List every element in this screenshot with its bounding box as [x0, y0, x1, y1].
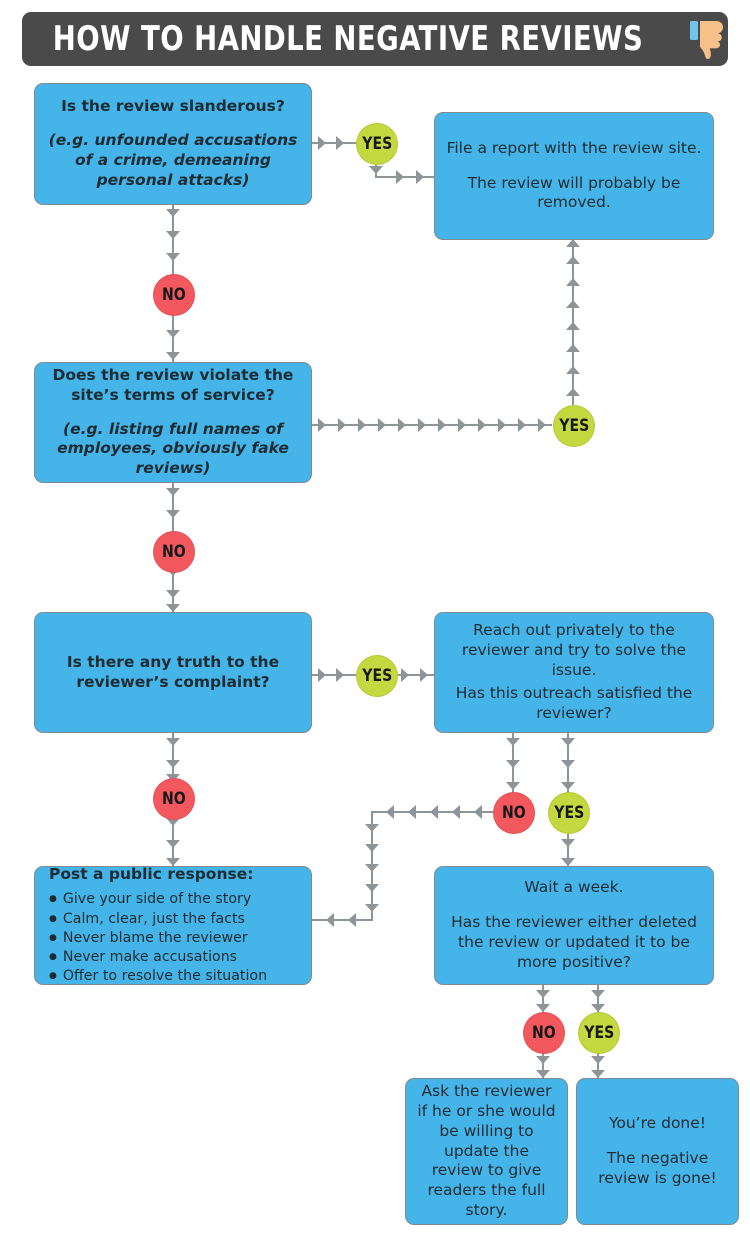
node-sub-text: (e.g. listing full names of employees, o…: [57, 419, 289, 478]
badge-label: NO: [532, 1023, 556, 1043]
node-question-slanderous: Is the review slanderous? (e.g. unfounde…: [34, 83, 312, 205]
badge-label: YES: [559, 416, 589, 436]
list-item: Never make accusations: [49, 948, 267, 967]
badge-yes-slanderous: YES: [356, 123, 398, 165]
badge-label: NO: [502, 803, 526, 823]
node-youre-done: You’re done! The negative review is gone…: [576, 1078, 739, 1225]
node-line-2: The negative review is gone!: [598, 1149, 717, 1187]
badge-label: NO: [162, 789, 186, 809]
node-line-2: Has this outreach satisfied the reviewer…: [455, 684, 693, 723]
page-title: HOW TO HANDLE NEGATIVE REVIEWS: [52, 19, 644, 59]
node-line-1: Reach out privately to the reviewer and …: [461, 621, 687, 679]
response-bullet-list: Give your side of the story Calm, clear,…: [49, 890, 267, 986]
node-line-1: File a report with the review site.: [446, 138, 702, 157]
node-line-2: The review will probably be removed.: [467, 173, 681, 212]
badge-yes-any-truth: YES: [356, 655, 398, 697]
node-main-text: Is there any truth to the reviewer’s com…: [66, 652, 280, 691]
node-title: Post a public response:: [49, 864, 254, 883]
badge-yes-outreach: YES: [548, 792, 590, 834]
node-question-terms-of-service: Does the review violate the site’s terms…: [34, 362, 312, 483]
thumbs-down-icon: [690, 21, 724, 59]
badge-no-any-truth: NO: [153, 778, 195, 820]
node-line-1: You’re done!: [608, 1114, 707, 1133]
badge-yes-wait: YES: [578, 1012, 620, 1054]
list-item: Calm, clear, just the facts: [49, 910, 267, 929]
node-post-public-response: Post a public response: Give your side o…: [34, 864, 312, 986]
badge-no-outreach: NO: [493, 792, 535, 834]
node-sub-text: (e.g. unfounded accusations of a crime, …: [48, 131, 298, 189]
node-reach-out-privately: Reach out privately to the reviewer and …: [434, 612, 714, 733]
list-item: Offer to resolve the situation: [49, 967, 267, 986]
page-header: HOW TO HANDLE NEGATIVE REVIEWS: [22, 12, 728, 66]
badge-label: YES: [584, 1023, 614, 1043]
node-ask-reviewer-update: Ask the reviewer if he or she would be w…: [405, 1078, 568, 1225]
badge-label: YES: [362, 666, 392, 686]
node-question-any-truth: Is there any truth to the reviewer’s com…: [34, 612, 312, 733]
list-item: Never blame the reviewer: [49, 929, 267, 948]
node-wait-a-week: Wait a week. Has the reviewer either del…: [434, 866, 714, 985]
badge-no-slanderous: NO: [153, 274, 195, 316]
badge-label: YES: [554, 803, 584, 823]
badge-label: NO: [162, 542, 186, 562]
badge-label: YES: [362, 134, 392, 154]
badge-no-terms-of-service: NO: [153, 531, 195, 573]
badge-yes-terms-of-service: YES: [553, 405, 595, 447]
node-line-1: Wait a week.: [524, 878, 624, 897]
badge-no-wait: NO: [523, 1012, 565, 1054]
node-line-2: Has the reviewer either deleted the revi…: [451, 913, 697, 971]
list-item: Give your side of the story: [49, 890, 267, 909]
node-file-report: File a report with the review site. The …: [434, 112, 714, 240]
badge-label: NO: [162, 285, 186, 305]
node-line-1: Ask the reviewer if he or she would be w…: [417, 1082, 556, 1220]
node-main-text: Does the review violate the site’s terms…: [52, 365, 294, 404]
node-main-text: Is the review slanderous?: [61, 97, 285, 116]
